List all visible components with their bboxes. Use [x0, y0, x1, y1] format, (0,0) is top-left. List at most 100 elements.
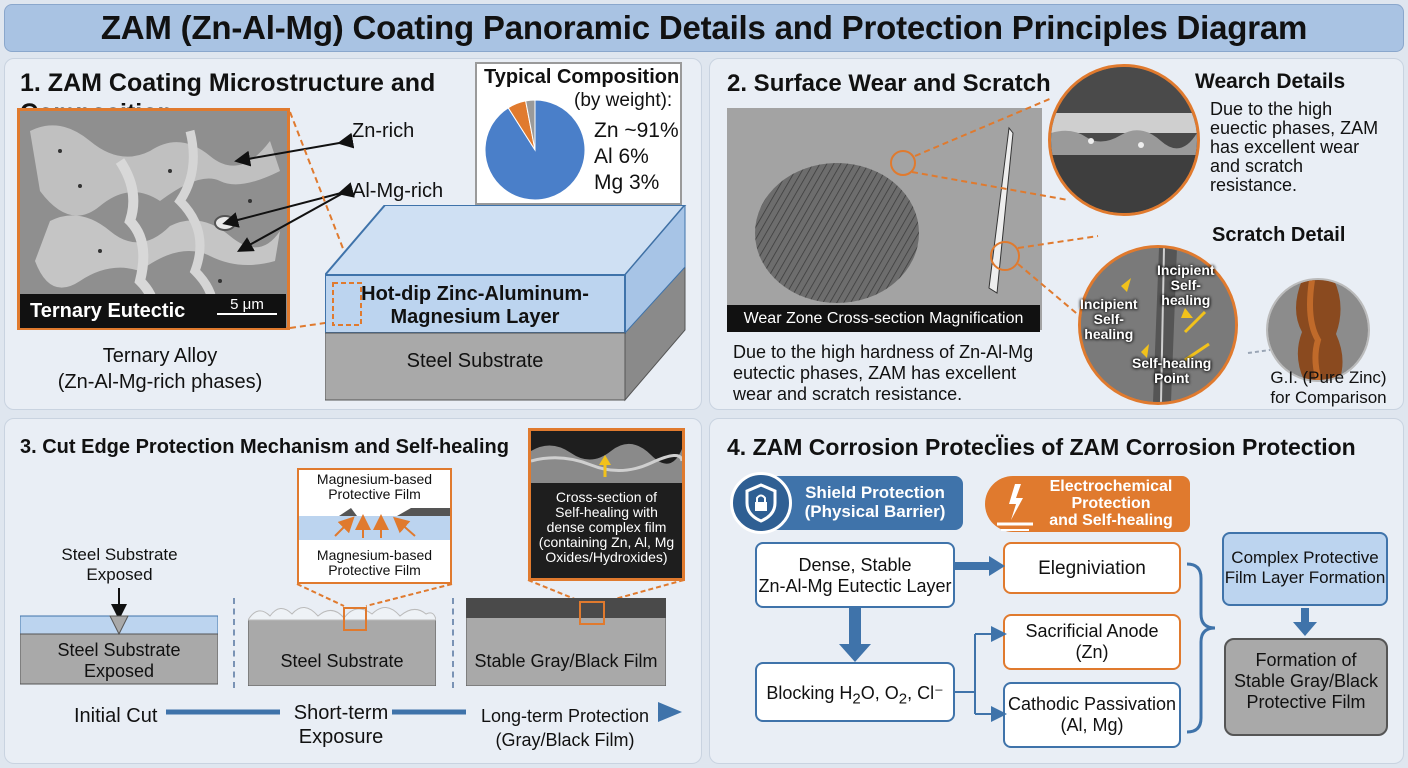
- pie-slice-mg: [525, 99, 536, 151]
- blocking-box: Blocking H2O, O2, Cl⁻: [755, 662, 955, 722]
- stable-film-block-label: Stable Gray/Black Film: [474, 651, 658, 671]
- composition-zn: Zn ~91%: [594, 119, 679, 142]
- wear-surface-texture: [727, 108, 1042, 330]
- wearch-line-2: euectic phases, ZAM: [1210, 118, 1379, 138]
- dense-line-1: Dense, Stable: [798, 555, 912, 575]
- xsec-line-2: Self-healing with: [555, 504, 658, 520]
- mg-film-top-label: Magnesium-based Protective Film: [297, 472, 452, 502]
- xsec-line-3: dense complex film: [546, 519, 667, 535]
- composition-subtitle: (by weight):: [574, 90, 673, 111]
- wearch-details-text: Due to the high euectic phases, ZAM has …: [1210, 100, 1378, 195]
- short-term-block: [248, 607, 436, 686]
- ternary-eutectic-label: Ternary Eutectic: [30, 300, 186, 322]
- sacrificial-anode-box: Sacrificial Anode (Zn): [1003, 614, 1181, 670]
- stage-short-term-1: Short-term: [293, 702, 389, 724]
- formation-line-3: Protective Film: [1246, 692, 1366, 712]
- incipient-b-2: Self-: [1093, 311, 1124, 327]
- complex-line-1: Complex Protective: [1231, 548, 1379, 567]
- electro-badge: [985, 474, 1045, 534]
- cross-section-texture: [531, 431, 682, 578]
- cross-section-caption: Cross-section of Self-healing with dense…: [528, 490, 685, 565]
- scratch-detail-circle: [1078, 245, 1238, 405]
- scratch-detail-texture: [1081, 248, 1235, 402]
- incipient-label-a: Incipient Self- healing: [1157, 263, 1215, 308]
- gi-line-2: for Comparison: [1270, 388, 1387, 407]
- wear-surface-image: [727, 108, 1042, 330]
- incipient-b-3: healing: [1084, 326, 1134, 342]
- steel-substrate-block-label: Steel Substrate: [280, 651, 404, 671]
- blocking-suffix: , Cl⁻: [907, 683, 944, 703]
- dense-layer-box: Dense, Stable Zn-Al-Mg Eutectic Layer: [755, 542, 955, 608]
- panel-2-connectors: [890, 97, 1271, 354]
- wearch-cross-section: [1051, 67, 1197, 213]
- incipient-label-b: Incipient Self- healing: [1080, 297, 1138, 342]
- elegniviation-box: Elegniviation: [1003, 542, 1181, 594]
- long-term-block: [466, 598, 666, 686]
- sacrificial-line-1: Sacrificial Anode: [1025, 621, 1159, 641]
- wearch-line-5: resistance.: [1210, 175, 1298, 195]
- coating-block: [325, 205, 687, 402]
- al-mg-rich-label: Al-Mg-rich: [352, 180, 444, 202]
- mg-film-callout: [297, 468, 452, 584]
- formation-line-2: Stable Gray/Black: [1233, 671, 1379, 691]
- mg-film-bottom-1: Magnesium-based: [316, 547, 433, 563]
- electro-title-1: Electrochemical: [1049, 478, 1173, 495]
- wear-desc-line-2: eutectic phases, ZAM has excellent: [733, 363, 1017, 383]
- mg-film-top-1: Magnesium-based: [316, 471, 433, 487]
- sacrificial-line-2: (Zn): [1075, 642, 1109, 662]
- cathodic-passivation-box: Cathodic Passivation (Al, Mg): [1003, 682, 1181, 748]
- zn-rich-label: Zn-rich: [352, 120, 415, 142]
- incipient-a-2: Self-: [1170, 277, 1201, 293]
- electro-spark-icon: [997, 484, 1033, 531]
- mg-film-diagram: [299, 508, 450, 540]
- wear-desc-line-1: Due to the high hardness of Zn-Al-Mg: [733, 342, 1034, 362]
- zam-layer-line-1: Hot-dip Zinc-Aluminum-: [361, 283, 589, 305]
- gi-line-1: G.I. (Pure Zinc): [1270, 368, 1387, 387]
- wear-description: Due to the high hardness of Zn-Al-Mg eut…: [733, 342, 1033, 405]
- shield-lock-icon: [745, 483, 777, 523]
- shield-title: Shield Protection (Physical Barrier): [795, 483, 955, 521]
- divider-2: [452, 598, 454, 688]
- scale-bar: 5 μm: [217, 296, 277, 315]
- panel-3-title: 3. Cut Edge Protection Mechanism and Sel…: [20, 436, 509, 458]
- gi-comparison-circle: [1266, 278, 1370, 382]
- stage-long-term-1: Long-term Protection: [480, 706, 650, 726]
- ternary-alloy-caption: Ternary Alloy (Zn-Al-Mg-rich phases): [50, 343, 270, 395]
- wearch-line-3: has excellent wear: [1210, 137, 1360, 157]
- wearch-detail-circle: [1048, 64, 1200, 216]
- formation-box: Formation of Stable Gray/Black Protectiv…: [1224, 638, 1388, 736]
- panel-4-arrows: [839, 556, 1317, 734]
- mg-film-top-2: Protective Film: [328, 486, 421, 502]
- exposed-block-label: Steel Substrate Exposed: [20, 640, 218, 682]
- shield-title-2: (Physical Barrier): [804, 502, 946, 521]
- exposed-top-2: Exposed: [86, 565, 153, 584]
- composition-title: Typical Composition: [484, 66, 680, 88]
- incipient-a-3: healing: [1161, 292, 1211, 308]
- steel-substrate-label: Steel Substrate: [406, 350, 544, 372]
- stage-initial-cut: Initial Cut: [74, 705, 158, 727]
- panel-2-title: 2. Surface Wear and Scratch: [727, 70, 1051, 97]
- dense-line-2: Zn-Al-Mg Eutectic Layer: [758, 576, 952, 596]
- mg-film-bottom-label: Magnesium-based Protective Film: [297, 548, 452, 578]
- exposed-block-2: Exposed: [83, 661, 155, 681]
- electro-title: Electrochemical Protection and Self-heal…: [1034, 478, 1188, 529]
- mg-film-bottom-2: Protective Film: [328, 562, 421, 578]
- blocking-o2-sub: 2: [898, 690, 908, 708]
- gi-comparison-caption: G.I. (Pure Zinc) for Comparison: [1256, 368, 1401, 408]
- electro-title-3: and Self-healing: [1049, 512, 1173, 529]
- wear-zone-caption: Wear Zone Cross-section Magnification: [727, 305, 1040, 332]
- stage-short-term: Short-term Exposure: [282, 701, 400, 749]
- micrograph-label-bar: Ternary Eutectic: [20, 294, 286, 328]
- panel-4-title: 4. ZAM Corrosion Protecl̈ies of ZAM Corr…: [727, 434, 1356, 460]
- stage-long-term: Long-term Protection (Gray/Black Film): [470, 704, 660, 752]
- ternary-alloy-line-1: Ternary Alloy: [102, 345, 218, 367]
- stage-short-term-2: Exposure: [298, 726, 384, 748]
- incipient-b-1: Incipient: [1080, 296, 1138, 312]
- incipient-a-1: Incipient: [1157, 262, 1215, 278]
- cross-section-callout: [528, 428, 685, 581]
- composition-mg: Mg 3%: [594, 171, 660, 194]
- shield-badge: [730, 472, 792, 534]
- formation-line-1: Formation of: [1255, 650, 1357, 670]
- exposed-top-1: Steel Substrate: [61, 545, 178, 564]
- page-title: ZAM (Zn-Al-Mg) Coating Panoramic Details…: [100, 9, 1308, 46]
